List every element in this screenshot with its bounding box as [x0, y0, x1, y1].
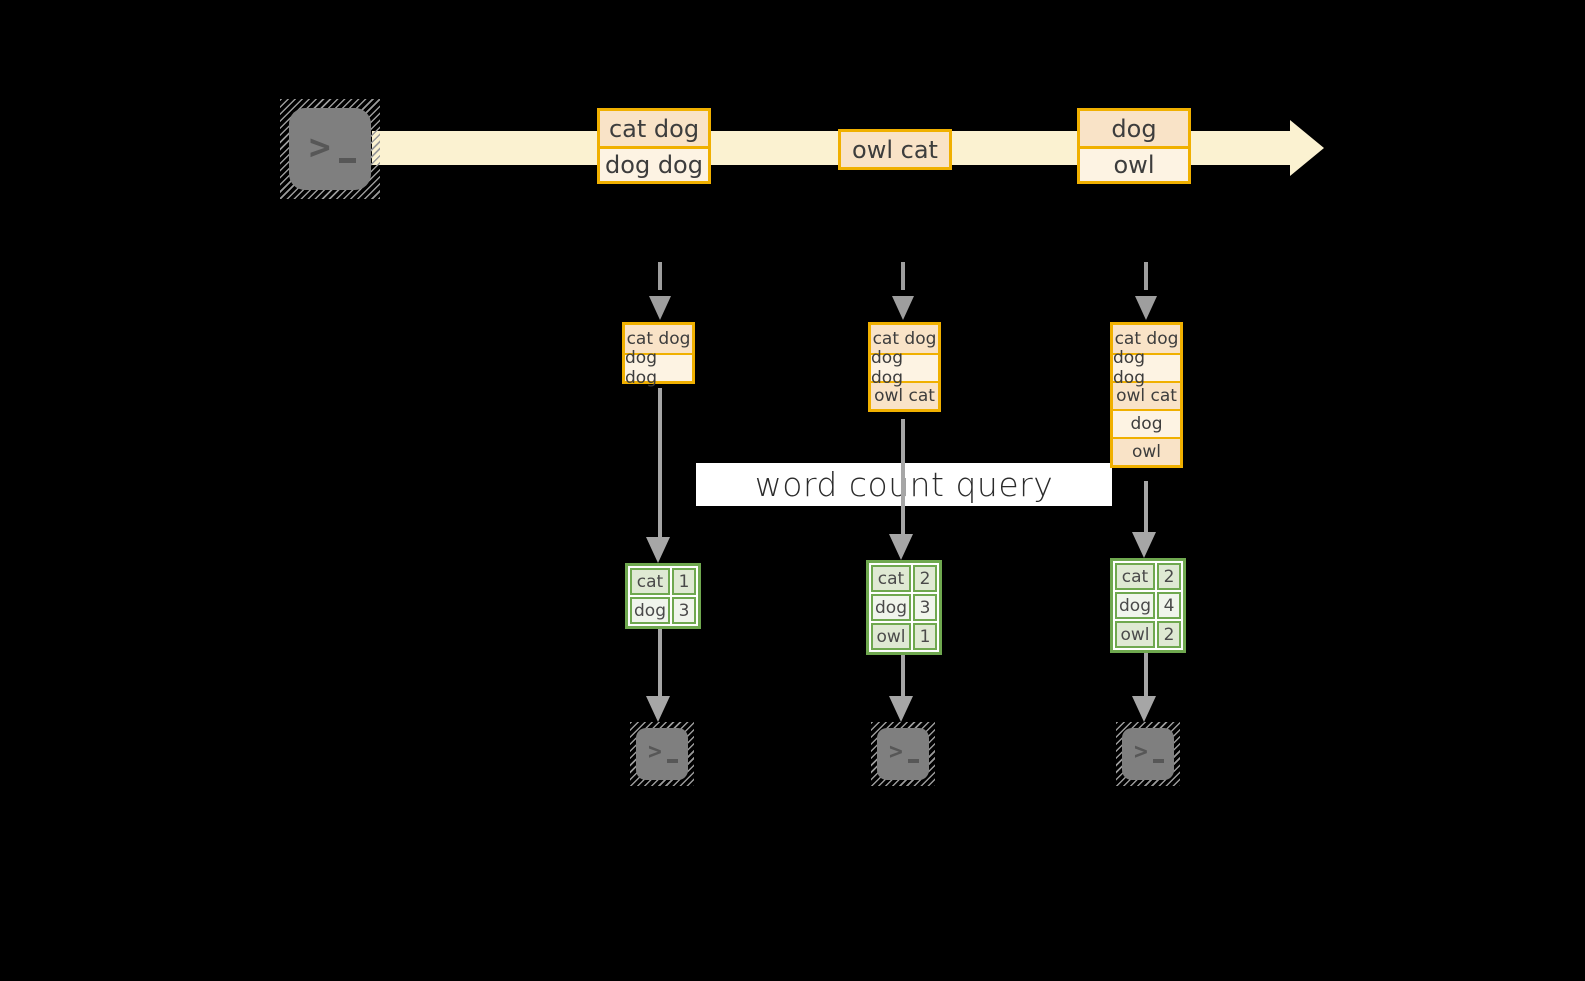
ingest-arrow-dash-2	[901, 262, 905, 290]
query-input-arrow-3	[1144, 481, 1148, 534]
prompt-underscore-icon	[1153, 759, 1164, 763]
count-table-value-cell: 2	[913, 565, 937, 592]
ingest-arrow-dash-1	[658, 262, 662, 290]
count-table-value-cell: 3	[913, 594, 937, 621]
prompt-chevron-icon: >	[309, 127, 331, 168]
query-input-arrow-2	[901, 419, 905, 537]
arrow-down-icon	[1135, 296, 1157, 320]
stream-arrowhead-icon	[1290, 120, 1324, 176]
arrow-down-icon	[889, 696, 913, 722]
count-table-word-cell: dog	[871, 594, 911, 621]
count-table-word-cell: owl	[1115, 621, 1155, 648]
terminal-screen: >	[1122, 728, 1174, 780]
arrow-down-icon	[1132, 696, 1156, 722]
count-table-value-cell: 1	[672, 568, 696, 595]
prompt-chevron-icon: >	[889, 739, 903, 765]
prompt-underscore-icon	[339, 158, 356, 163]
stream-event-row: dog	[1080, 111, 1188, 146]
count-table-word-cell: dog	[1115, 592, 1155, 619]
query-output-arrow-1	[658, 629, 662, 699]
count-table-word-cell: owl	[871, 623, 911, 650]
buffered-event-row: cat dog	[625, 325, 692, 353]
count-table-value-cell: 2	[1157, 621, 1181, 648]
stream-event-row: owl	[1080, 146, 1188, 181]
count-table-1: cat 1 dog 3	[625, 563, 701, 629]
terminal-screen: >	[636, 728, 688, 780]
buffered-event-row: dog dog	[1113, 348, 1180, 388]
count-table-value-cell: 2	[1157, 563, 1181, 590]
count-table-3: cat 2 dog 4 owl 2	[1110, 558, 1186, 653]
count-table-word-cell: dog	[630, 597, 670, 624]
terminal-screen: >	[289, 108, 371, 190]
stream-event-box-2: owl cat	[838, 129, 952, 170]
prompt-chevron-icon: >	[648, 739, 662, 765]
count-table-value-cell: 4	[1157, 592, 1181, 619]
stream-event-box-1: cat dog dog dog	[597, 108, 711, 184]
arrow-down-icon	[646, 537, 670, 563]
buffered-events-box-3: cat dog dog dog owl cat dog owl	[1110, 322, 1183, 468]
count-table-word-cell: cat	[1115, 563, 1155, 590]
sink-terminal-icon-3: >	[1116, 722, 1180, 786]
arrow-down-icon	[646, 696, 670, 722]
prompt-underscore-icon	[667, 759, 678, 763]
ingest-arrow-dash-3	[1144, 262, 1148, 290]
stream-event-row: cat dog	[600, 111, 708, 146]
buffered-event-row: cat dog	[871, 325, 938, 353]
sink-terminal-icon-1: >	[630, 722, 694, 786]
stream-event-box-3: dog owl	[1077, 108, 1191, 184]
arrow-down-icon	[1132, 532, 1156, 558]
query-output-arrow-2	[901, 655, 905, 699]
arrow-down-icon	[892, 296, 914, 320]
query-output-arrow-3	[1144, 653, 1148, 699]
buffered-events-box-2: cat dog dog dog owl cat	[868, 322, 941, 412]
count-table-word-cell: cat	[871, 565, 911, 592]
source-terminal-icon: >	[280, 99, 380, 199]
prompt-chevron-icon: >	[1134, 739, 1148, 765]
arrow-down-icon	[889, 534, 913, 560]
count-table-word-cell: cat	[630, 568, 670, 595]
buffered-event-row: dog dog	[625, 348, 692, 388]
count-table-2: cat 2 dog 3 owl 1	[866, 560, 942, 655]
buffered-event-row: owl cat	[871, 381, 938, 409]
arrow-down-icon	[649, 296, 671, 320]
terminal-screen: >	[877, 728, 929, 780]
buffered-event-row: cat dog	[1113, 325, 1180, 353]
sink-terminal-icon-2: >	[871, 722, 935, 786]
count-table-value-cell: 3	[672, 597, 696, 624]
buffered-event-row: owl cat	[1113, 381, 1180, 409]
prompt-underscore-icon	[908, 759, 919, 763]
stream-event-row: dog dog	[600, 146, 708, 181]
count-table-value-cell: 1	[913, 623, 937, 650]
query-input-arrow-1	[658, 388, 662, 540]
buffered-event-row: owl	[1113, 437, 1180, 465]
buffered-events-box-1: cat dog dog dog	[622, 322, 695, 388]
buffered-event-row: dog dog	[871, 348, 938, 388]
stream-event-row: owl cat	[841, 132, 949, 167]
buffered-event-row: dog	[1113, 409, 1180, 437]
